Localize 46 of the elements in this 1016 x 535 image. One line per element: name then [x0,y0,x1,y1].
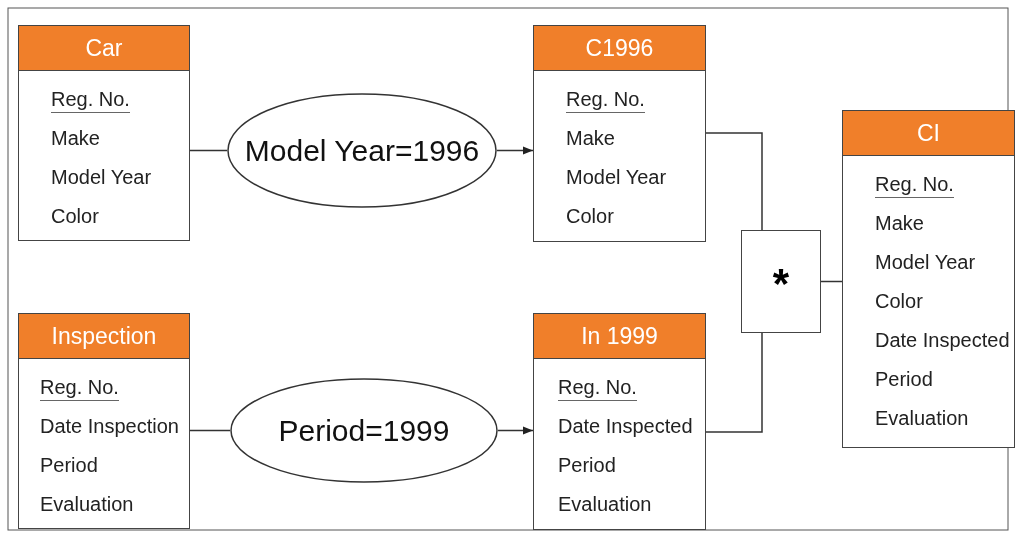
entity-table [533,25,706,242]
field-name: Color [875,289,923,314]
field-name: Make [51,126,100,151]
table-header: CI [843,111,1014,156]
connector-line [189,149,228,152]
field-name: Date Inspected [875,328,1010,353]
entity-table [533,313,706,530]
field-name: Make [566,126,615,151]
field-name: Color [51,204,99,229]
condition-label: Model Year=1996 [243,133,481,168]
entity-table [842,110,1015,448]
field-name: Model Year [875,250,976,275]
field-name: Period [40,453,98,478]
table-header: C1996 [534,26,705,71]
field-name: Period [558,453,616,478]
entity-table [18,313,190,529]
field-name: Model Year [566,165,667,190]
field-name: Date Inspection [40,414,179,439]
key-field: Reg. No. [40,374,119,401]
field-name: Date Inspected [558,414,693,439]
selection-ellipse [230,378,498,483]
field-name: Make [875,211,924,236]
field-name: Period [875,367,933,392]
connector-line [705,132,763,231]
connector-line [189,429,231,432]
join-operator-box [741,230,821,333]
selection-ellipse [227,93,497,208]
connector-line [820,280,843,283]
arrow [497,426,534,435]
field-name: Evaluation [558,492,652,517]
key-field: Reg. No. [875,171,954,198]
table-header: Car [19,26,189,71]
field-name: Color [566,204,614,229]
connector-line [705,332,763,433]
key-field: Reg. No. [558,374,637,401]
field-name: Evaluation [40,492,134,517]
field-name: Evaluation [875,406,969,431]
arrow [496,146,534,155]
entity-table [18,25,190,241]
key-field: Reg. No. [51,86,130,113]
operator-symbol: * [771,262,791,305]
table-header: Inspection [19,314,189,359]
condition-label: Period=1999 [277,413,451,448]
key-field: Reg. No. [566,86,645,113]
field-name: Model Year [51,165,152,190]
table-header: In 1999 [534,314,705,359]
